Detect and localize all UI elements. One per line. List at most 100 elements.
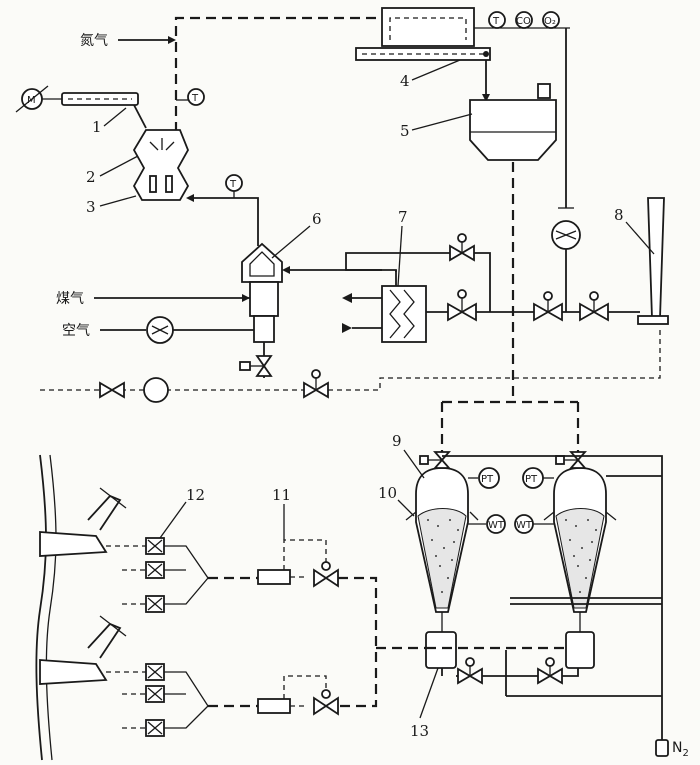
svg-text:7: 7: [398, 208, 408, 226]
air-blower-blades: [151, 325, 169, 335]
distributor-1: [164, 545, 209, 605]
nitrogen-fluidizing-lines: [510, 597, 662, 605]
group-2-branch-lines: [106, 671, 146, 729]
motor-label: M: [27, 95, 36, 106]
nitrogen-header-line: [442, 455, 663, 740]
injection-valves-group-1[interactable]: [145, 537, 165, 613]
mill-roller-left: [149, 175, 157, 193]
o2-sensor-icon: [542, 11, 560, 29]
injection-tank-9: [415, 467, 469, 613]
flowmeter-11-upper: [257, 569, 291, 585]
callout-11: 11: [272, 486, 291, 540]
recirc-fan-icon: [143, 377, 169, 403]
svg-text:9: 9: [392, 432, 402, 450]
svg-text:10: 10: [378, 484, 397, 502]
level-gauge-icon: [537, 83, 551, 99]
label-n2: N2: [672, 740, 689, 759]
tank-9-inlet-valve[interactable]: [419, 451, 451, 469]
valve-main-3[interactable]: [579, 291, 609, 322]
mill-roller-right: [165, 175, 173, 193]
valve-main-2[interactable]: [533, 291, 563, 322]
o2-sensor-label: O₂: [544, 16, 556, 27]
svg-text:4: 4: [400, 72, 410, 90]
tuyere-1-handle: [99, 487, 127, 509]
nitrogen-supply-icon: [655, 739, 669, 757]
feeder-13-left: [425, 631, 457, 669]
callout-5: 5: [400, 113, 473, 140]
co-sensor-label: CO: [516, 16, 531, 27]
valve-recirc[interactable]: [449, 233, 475, 262]
feeder-to-mill-line: [133, 104, 147, 129]
tuyere-1: [39, 531, 108, 557]
svg-text:6: 6: [312, 210, 322, 228]
tuyere-2: [39, 659, 108, 685]
callout-7: 7: [397, 208, 408, 287]
tank-10-inlet-valve[interactable]: [555, 451, 587, 469]
callout-10: 10: [378, 484, 415, 517]
furnace-6-inner: [249, 251, 275, 277]
valve-main-1[interactable]: [447, 289, 477, 322]
control-valve-upper[interactable]: [313, 561, 339, 588]
tuyere-1-blowpipe: [87, 494, 122, 531]
valve-recirc-mid[interactable]: [303, 369, 329, 399]
distributor-2: [164, 671, 209, 729]
co-sensor-icon: [515, 11, 533, 29]
recirculation-dashed-line: [40, 326, 661, 391]
feeder-valve-left[interactable]: [457, 657, 483, 685]
hot-gas-to-mill-arrow: [186, 194, 194, 202]
furnace-return-arrow: [282, 266, 290, 274]
tank-10-supports: [543, 511, 617, 521]
svg-text:12: 12: [186, 486, 205, 504]
tuyere-2-handle: [99, 615, 127, 637]
weight-transmitter-left-icon: [486, 514, 506, 534]
valve-furnace-bottom[interactable]: [239, 355, 273, 377]
control-valve-lower[interactable]: [313, 689, 339, 716]
pt-left-label: PT: [481, 474, 494, 485]
exchanger-arrow-1: [342, 293, 352, 303]
callout-13: 13: [410, 667, 439, 740]
callout-12: 12: [159, 486, 205, 539]
label-nitrogen: 氮气: [80, 33, 108, 49]
feeder-bottom-line: [456, 668, 579, 677]
callout-1: 1: [92, 107, 127, 136]
coal-fill-dots: [427, 519, 597, 593]
chimney-8: [647, 197, 665, 319]
label-coal-gas: 煤气: [56, 291, 84, 307]
temp-sensor-label: T: [191, 93, 199, 104]
motor-slash: [15, 85, 49, 113]
wt-left-label: WT: [488, 520, 505, 531]
pulverized-coal-bin-5: [469, 99, 557, 161]
svg-text:1: 1: [92, 118, 102, 136]
furnace-6-burner: [253, 315, 275, 343]
coal-gas-arrow: [242, 294, 250, 302]
pulverized-coal-line-top: [174, 16, 380, 132]
pt-right-label: PT: [525, 474, 538, 485]
flowmeter-11-lower: [257, 698, 291, 714]
flowmeter-lower-control: [283, 675, 327, 707]
callout-6: 6: [271, 210, 322, 259]
tuyere-2-blowpipe: [87, 622, 122, 659]
callout-4: 4: [400, 59, 461, 90]
feeder-13-right: [565, 631, 595, 669]
callout-3: 3: [86, 195, 137, 216]
furnace-6-body: [249, 281, 279, 317]
hot-gas-furnace-6-top: [241, 242, 283, 283]
furnace-wall-inner: [45, 454, 57, 761]
feeder-valve-right[interactable]: [537, 657, 563, 685]
injection-valves-group-2[interactable]: [145, 663, 165, 737]
temp-sensor-2-icon: [225, 174, 243, 192]
feed-arrow-4-to-5: [482, 94, 490, 102]
pressure-transmitter-left-icon: [478, 467, 500, 489]
valve-recirc-left[interactable]: [99, 381, 125, 399]
coal-mill-2: [132, 129, 190, 201]
recirc-loop-line: [345, 252, 491, 312]
callout-9: 9: [392, 432, 425, 479]
group-1-branch-lines: [106, 545, 146, 605]
mill-internals: [149, 138, 175, 151]
callout-8: 8: [614, 206, 655, 255]
hot-gas-to-mill-line: [188, 197, 259, 246]
screw-conveyor-4-end: [483, 51, 489, 57]
screw-conveyor-4: [355, 47, 491, 61]
